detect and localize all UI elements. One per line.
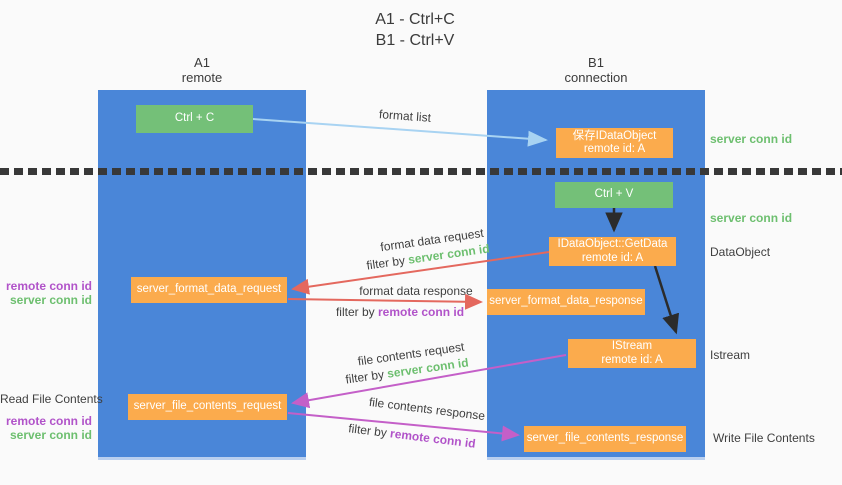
node-server-file-contents-request-label: server_file_contents_request [133,400,282,413]
remote-conn-id-text: remote conn id [389,426,477,451]
node-save-idataobject-line2: remote id: A [583,143,646,155]
filter-by-text: filter by [347,421,388,440]
left-label-server-conn-id-2: server conn id [9,428,92,442]
node-server-file-contents-response: server_file_contents_response [524,426,686,452]
node-save-idataobject: 保存IDataObject remote id: A [556,128,673,158]
label-format-data-response: format data response [359,284,472,298]
label-format-list-text: format list [378,107,432,125]
right-label-server-conn-id-1: server conn id [710,132,793,146]
left-label-remote-conn-id-1: remote conn id [5,279,92,293]
node-idataobject-getdata-line2: remote id: A [581,251,644,264]
node-server-file-contents-request: server_file_contents_request [128,394,287,420]
node-server-format-data-request-label: server_format_data_request [136,283,282,296]
column-a-name: remote [181,70,223,85]
label-filter-by-remote-conn-id-1: filter by remote conn id [336,305,464,319]
left-label-read-file-contents: Read File Contents [0,392,103,406]
label-filter-by-remote-conn-id-2: filter by remote conn id [348,421,477,451]
node-server-file-contents-response-label: server_file_contents_response [526,432,684,445]
right-label-server-conn-id-2: server conn id [710,211,793,225]
right-label-write-file-contents: Write File Contents [713,431,815,445]
node-ctrl-c-label: Ctrl + C [174,112,215,125]
node-ctrl-v-label: Ctrl + V [594,188,634,201]
node-istream-line1: IStream [611,340,653,352]
node-ctrl-c: Ctrl + C [136,105,253,133]
column-b-id: B1 [588,55,604,70]
node-save-idataobject-line1: 保存IDataObject [572,129,657,142]
node-istream: IStream remote id: A [568,339,696,368]
filter-by-text: filter by [365,253,406,273]
column-a-header: A1 remote [132,55,272,85]
remote-conn-id-text: remote conn id [378,305,465,319]
right-label-dataobject: DataObject [710,245,771,259]
label-file-contents-response: file contents response [368,395,486,423]
node-idataobject-getdata-line1: IDataObject::GetData [557,238,668,250]
label-format-list: format list [379,107,432,125]
node-idataobject-getdata: IDataObject::GetData remote id: A [549,237,676,266]
title-line-2: B1 - Ctrl+V [375,32,455,49]
node-ctrl-v: Ctrl + V [555,182,673,208]
node-istream-line2: remote id: A [601,353,663,366]
label-format-data-response-text: format data response [359,284,473,298]
title-line-1: A1 - Ctrl+C [375,11,455,28]
node-server-format-data-response: server_format_data_response [487,289,645,315]
label-file-contents-response-text: file contents response [368,394,486,424]
left-label-server-conn-id-1: server conn id [9,293,92,307]
filter-by-text: filter by [335,305,375,319]
column-a-id: A1 [194,55,210,70]
dashed-separator-line [0,168,842,175]
right-label-istream: Istream [710,348,751,362]
node-server-format-data-request: server_format_data_request [131,277,287,303]
left-label-remote-conn-id-2: remote conn id [5,414,92,428]
arrow-format-data-response [287,293,483,310]
diagram-title: A1 - Ctrl+C B1 - Ctrl+V [315,9,515,51]
column-b-name: connection [564,70,628,85]
node-server-format-data-response-label: server_format_data_response [489,295,643,308]
filter-by-text: filter by [344,367,385,387]
column-b-header: B1 connection [526,55,666,85]
